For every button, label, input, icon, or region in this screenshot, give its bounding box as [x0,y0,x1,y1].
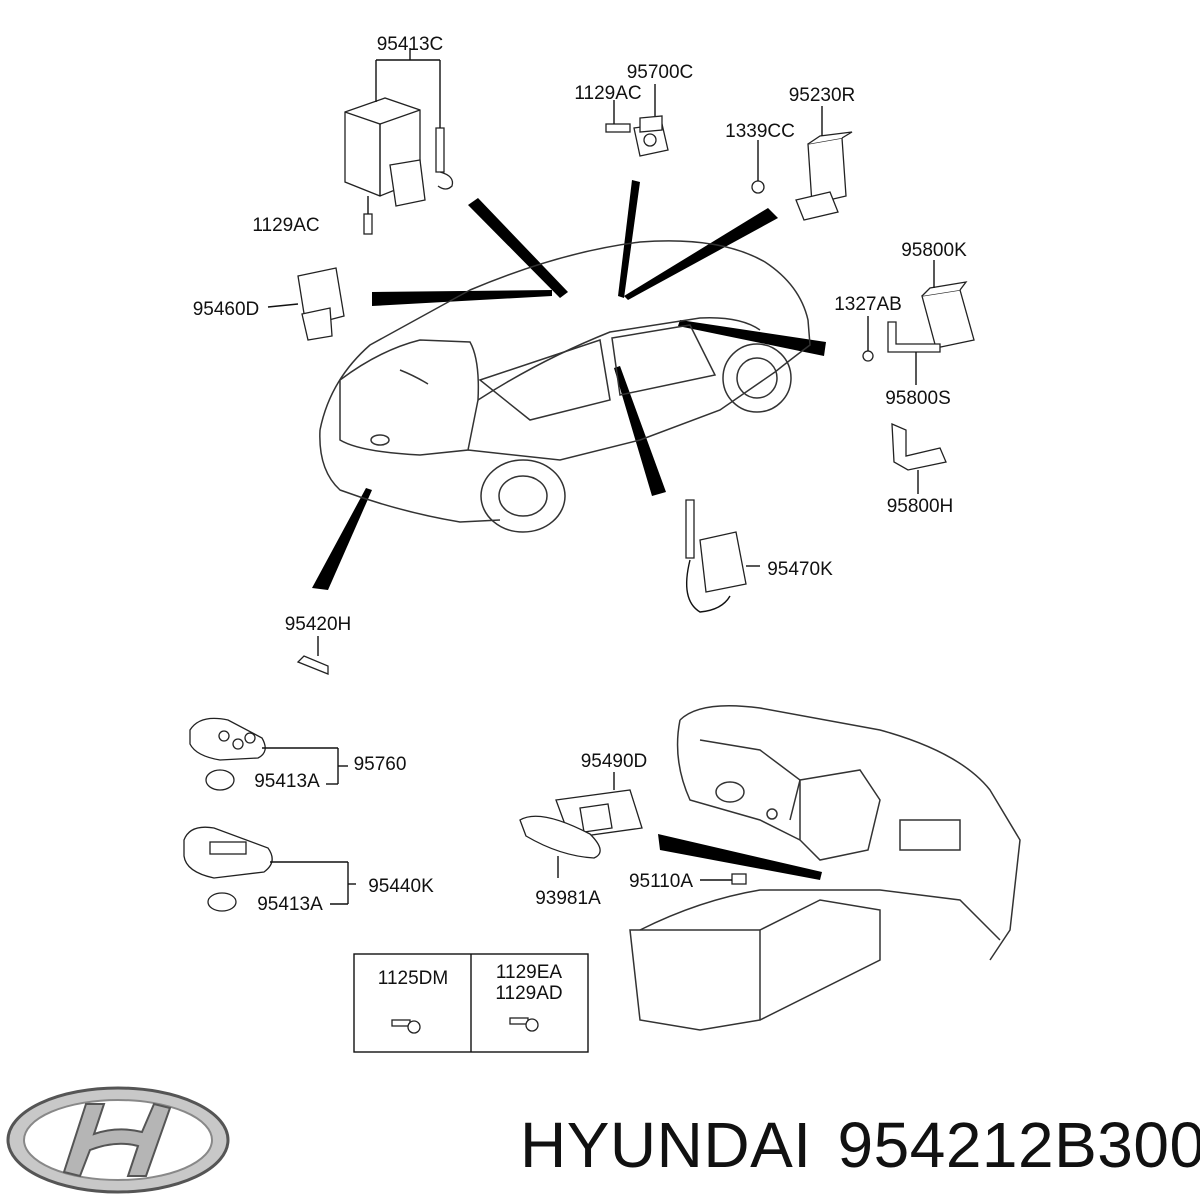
part-number: 954212B300 [837,1109,1200,1181]
label-95760: 95760 [354,754,407,775]
label-95490D: 95490D [581,751,648,772]
label-95110A: 95110A [629,871,693,892]
part-95440K-smart-key [183,826,356,912]
bolt-1129EA-icon [509,1017,539,1032]
label-95700C: 95700C [627,62,694,83]
label-93981A: 93981A [535,888,601,909]
part-95460D [267,267,345,341]
part-95800K [862,260,975,385]
callout-labels: 95413C 95700C 1129AC 95230R 1339CC 1129A… [193,34,967,915]
part-95420H [296,636,329,675]
part-95760-key-fob [189,717,348,791]
leader-wedges [312,180,826,880]
label-95230R: 95230R [789,85,856,106]
table-label-1125DM: 1125DM [378,968,448,989]
bolt-1125DM-icon [391,1019,421,1034]
footer-title: HYUNDAI 954212B300 [520,1108,1200,1182]
label-95470K: 95470K [767,559,833,580]
table-label-1129EA: 1129EA [496,962,563,983]
label-1339CC: 1339CC [725,121,795,142]
part-95800H [891,422,947,494]
hyundai-logo [6,1086,230,1194]
part-95230R [751,106,853,221]
label-95440K: 95440K [368,876,434,897]
label-95460D: 95460D [193,299,260,320]
brand-name: HYUNDAI [520,1109,812,1181]
label-95413A-2: 95413A [257,894,323,915]
label-95800K: 95800K [901,240,967,261]
label-1327AB: 1327AB [834,294,902,315]
label-1129AC-top: 1129AC [574,83,641,104]
label-95413C: 95413C [377,34,444,55]
label-1129AC-left: 1129AC [252,215,319,236]
table-label-1129AD: 1129AD [495,983,562,1004]
label-95800H: 95800H [887,496,954,517]
label-95413A-1: 95413A [254,771,320,792]
dashboard-illustration [629,704,1021,1031]
label-95800S: 95800S [885,388,951,409]
part-95700C [605,84,669,157]
part-95490D [519,772,747,885]
fastener-table: 1125DM 1129EA 1129AD [353,953,589,1053]
label-95420H: 95420H [285,614,352,635]
vehicle-illustration [319,240,811,533]
part-95413C [344,48,454,235]
part-95470K [685,499,760,613]
